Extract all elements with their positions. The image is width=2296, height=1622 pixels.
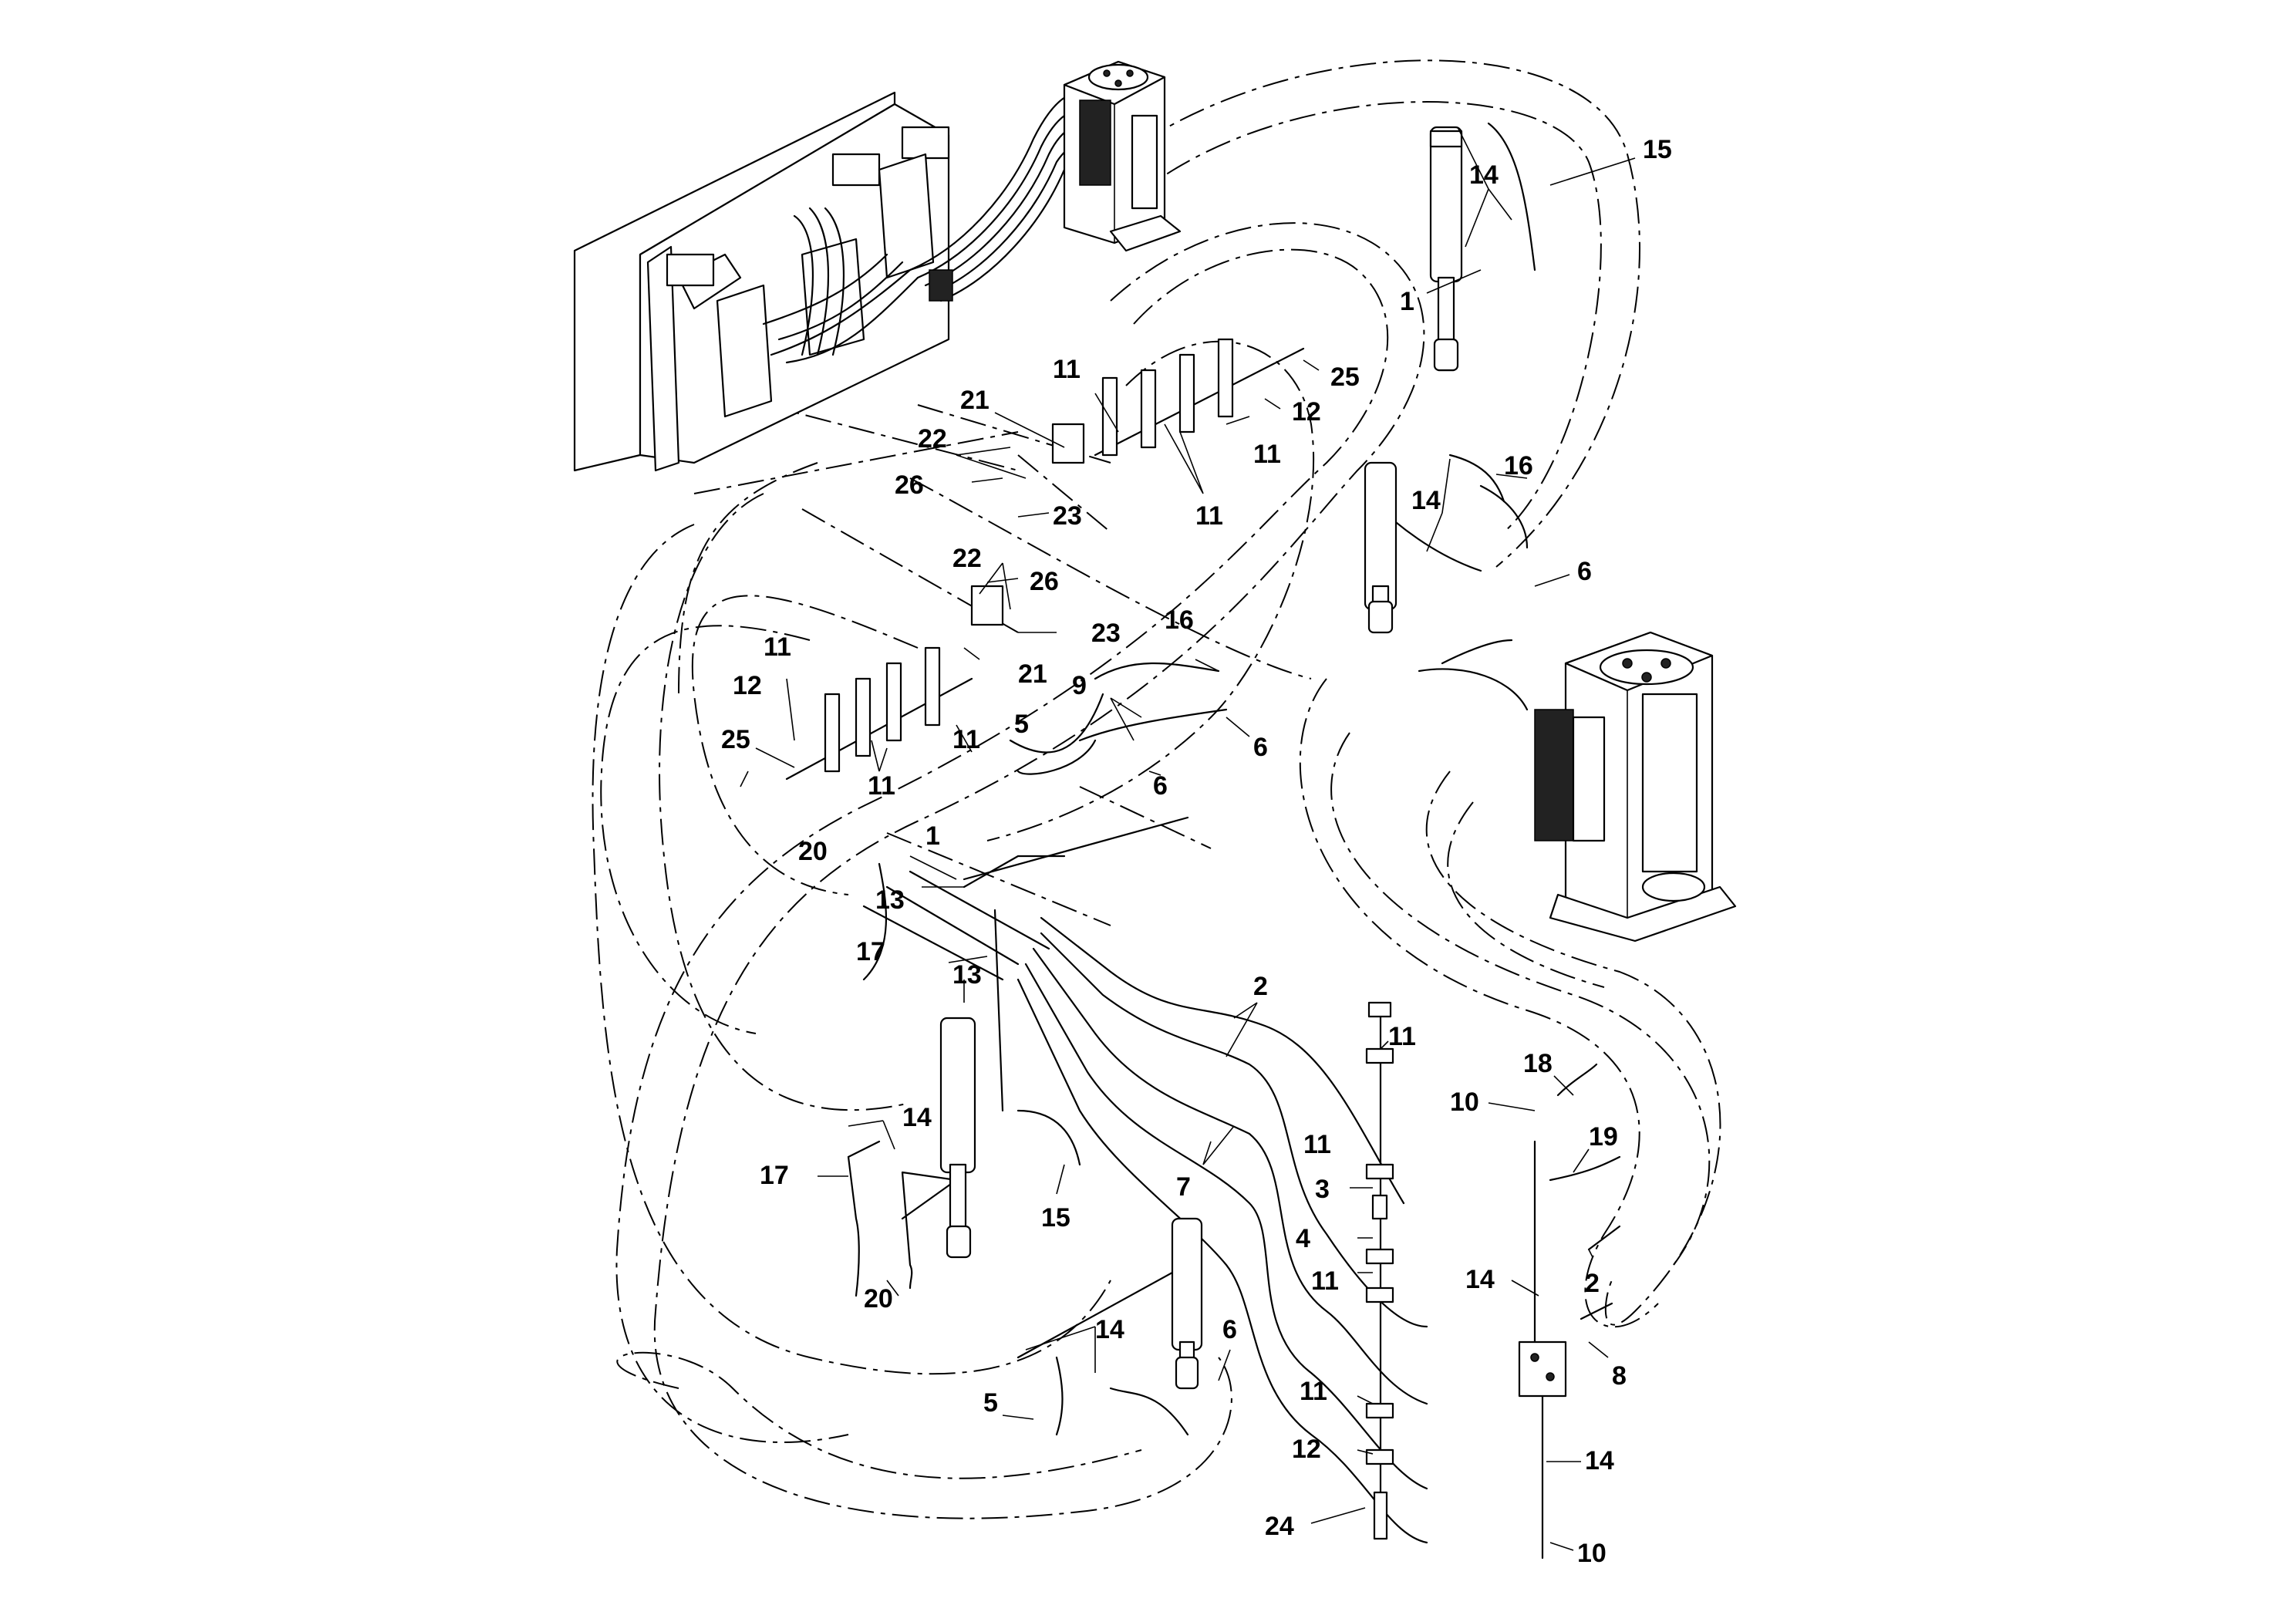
callout-25: 25 [1330, 363, 1360, 392]
callout-12: 12 [1292, 397, 1321, 427]
cylinder-lower-left [939, 1017, 976, 1259]
cylinder-top-right [1429, 126, 1463, 372]
callout-14: 14 [902, 1103, 932, 1132]
callout-20: 20 [864, 1284, 893, 1313]
callout-12: 12 [733, 671, 762, 700]
callout-11: 11 [764, 632, 791, 662]
callout-14: 14 [1465, 1265, 1495, 1294]
callout-11: 11 [1053, 355, 1081, 384]
callout-13: 13 [952, 960, 982, 990]
clamp-plates [785, 338, 1305, 781]
callout-11: 11 [1303, 1130, 1331, 1159]
hydraulic-cylinders [939, 126, 1463, 1390]
callout-26: 26 [895, 470, 924, 500]
callout-22: 22 [952, 544, 982, 573]
callout-1: 1 [925, 821, 940, 851]
callout-12: 12 [1292, 1435, 1321, 1464]
callout-23: 23 [1091, 619, 1121, 648]
callout-5: 5 [1014, 710, 1029, 739]
callout-15: 15 [1041, 1203, 1070, 1233]
hydraulic-hoses [847, 122, 1621, 1544]
callout-11: 11 [1253, 440, 1281, 469]
callout-17: 17 [856, 937, 885, 966]
callout-21: 21 [1018, 659, 1047, 689]
valve-tower-small [1063, 60, 1182, 252]
cylinder-middle-right [1364, 461, 1397, 634]
callout-11: 11 [1195, 501, 1223, 531]
callout-7: 7 [1176, 1172, 1191, 1202]
callout-11: 11 [1388, 1022, 1416, 1051]
clamp-bolt-stack [1365, 1001, 1394, 1540]
callout-26: 26 [1030, 567, 1059, 596]
callout-9: 9 [1072, 671, 1087, 700]
callout-11: 11 [1300, 1377, 1327, 1406]
callout-6: 6 [1222, 1315, 1237, 1344]
callout-8: 8 [1612, 1361, 1627, 1391]
callout-2: 2 [1585, 1269, 1600, 1298]
callout-6: 6 [1253, 733, 1268, 762]
callout-10: 10 [1577, 1539, 1607, 1568]
callout-24: 24 [1265, 1512, 1294, 1541]
callout-6: 6 [1577, 557, 1592, 586]
callout-11: 11 [1311, 1266, 1339, 1296]
callout-17: 17 [760, 1161, 789, 1190]
callout-14: 14 [1585, 1446, 1614, 1475]
callout-10: 10 [1450, 1088, 1479, 1117]
callout-2: 2 [1253, 972, 1268, 1001]
callout-14: 14 [1469, 160, 1499, 190]
callout-23: 23 [1053, 501, 1082, 531]
callout-5: 5 [983, 1388, 998, 1418]
callout-16: 16 [1504, 451, 1533, 481]
callout-25: 25 [721, 725, 750, 754]
valve-tower-large [1534, 631, 1737, 943]
callout-19: 19 [1589, 1122, 1618, 1152]
callout-11: 11 [952, 725, 980, 754]
callout-14: 14 [1095, 1315, 1124, 1344]
callout-1: 1 [1400, 287, 1414, 316]
callout-15: 15 [1643, 135, 1672, 164]
loader-frame-assembly [573, 91, 1112, 472]
callout-16: 16 [1165, 605, 1194, 635]
callout-4: 4 [1296, 1224, 1310, 1253]
callout-18: 18 [1523, 1049, 1553, 1078]
cylinder-bottom [1171, 1217, 1203, 1390]
callout-13: 13 [875, 885, 905, 915]
callout-21: 21 [960, 386, 990, 415]
callout-leaders [740, 126, 1636, 1551]
callout-11: 11 [868, 771, 895, 801]
manifold-block [1518, 1140, 1567, 1560]
callout-6: 6 [1153, 771, 1168, 801]
callout-numbers: 15 14 1 25 12 11 11 11 21 22 26 23 16 14… [721, 135, 1672, 1568]
callout-3: 3 [1315, 1175, 1330, 1204]
callout-14: 14 [1411, 486, 1441, 515]
callout-20: 20 [798, 837, 828, 866]
callout-22: 22 [918, 424, 947, 454]
